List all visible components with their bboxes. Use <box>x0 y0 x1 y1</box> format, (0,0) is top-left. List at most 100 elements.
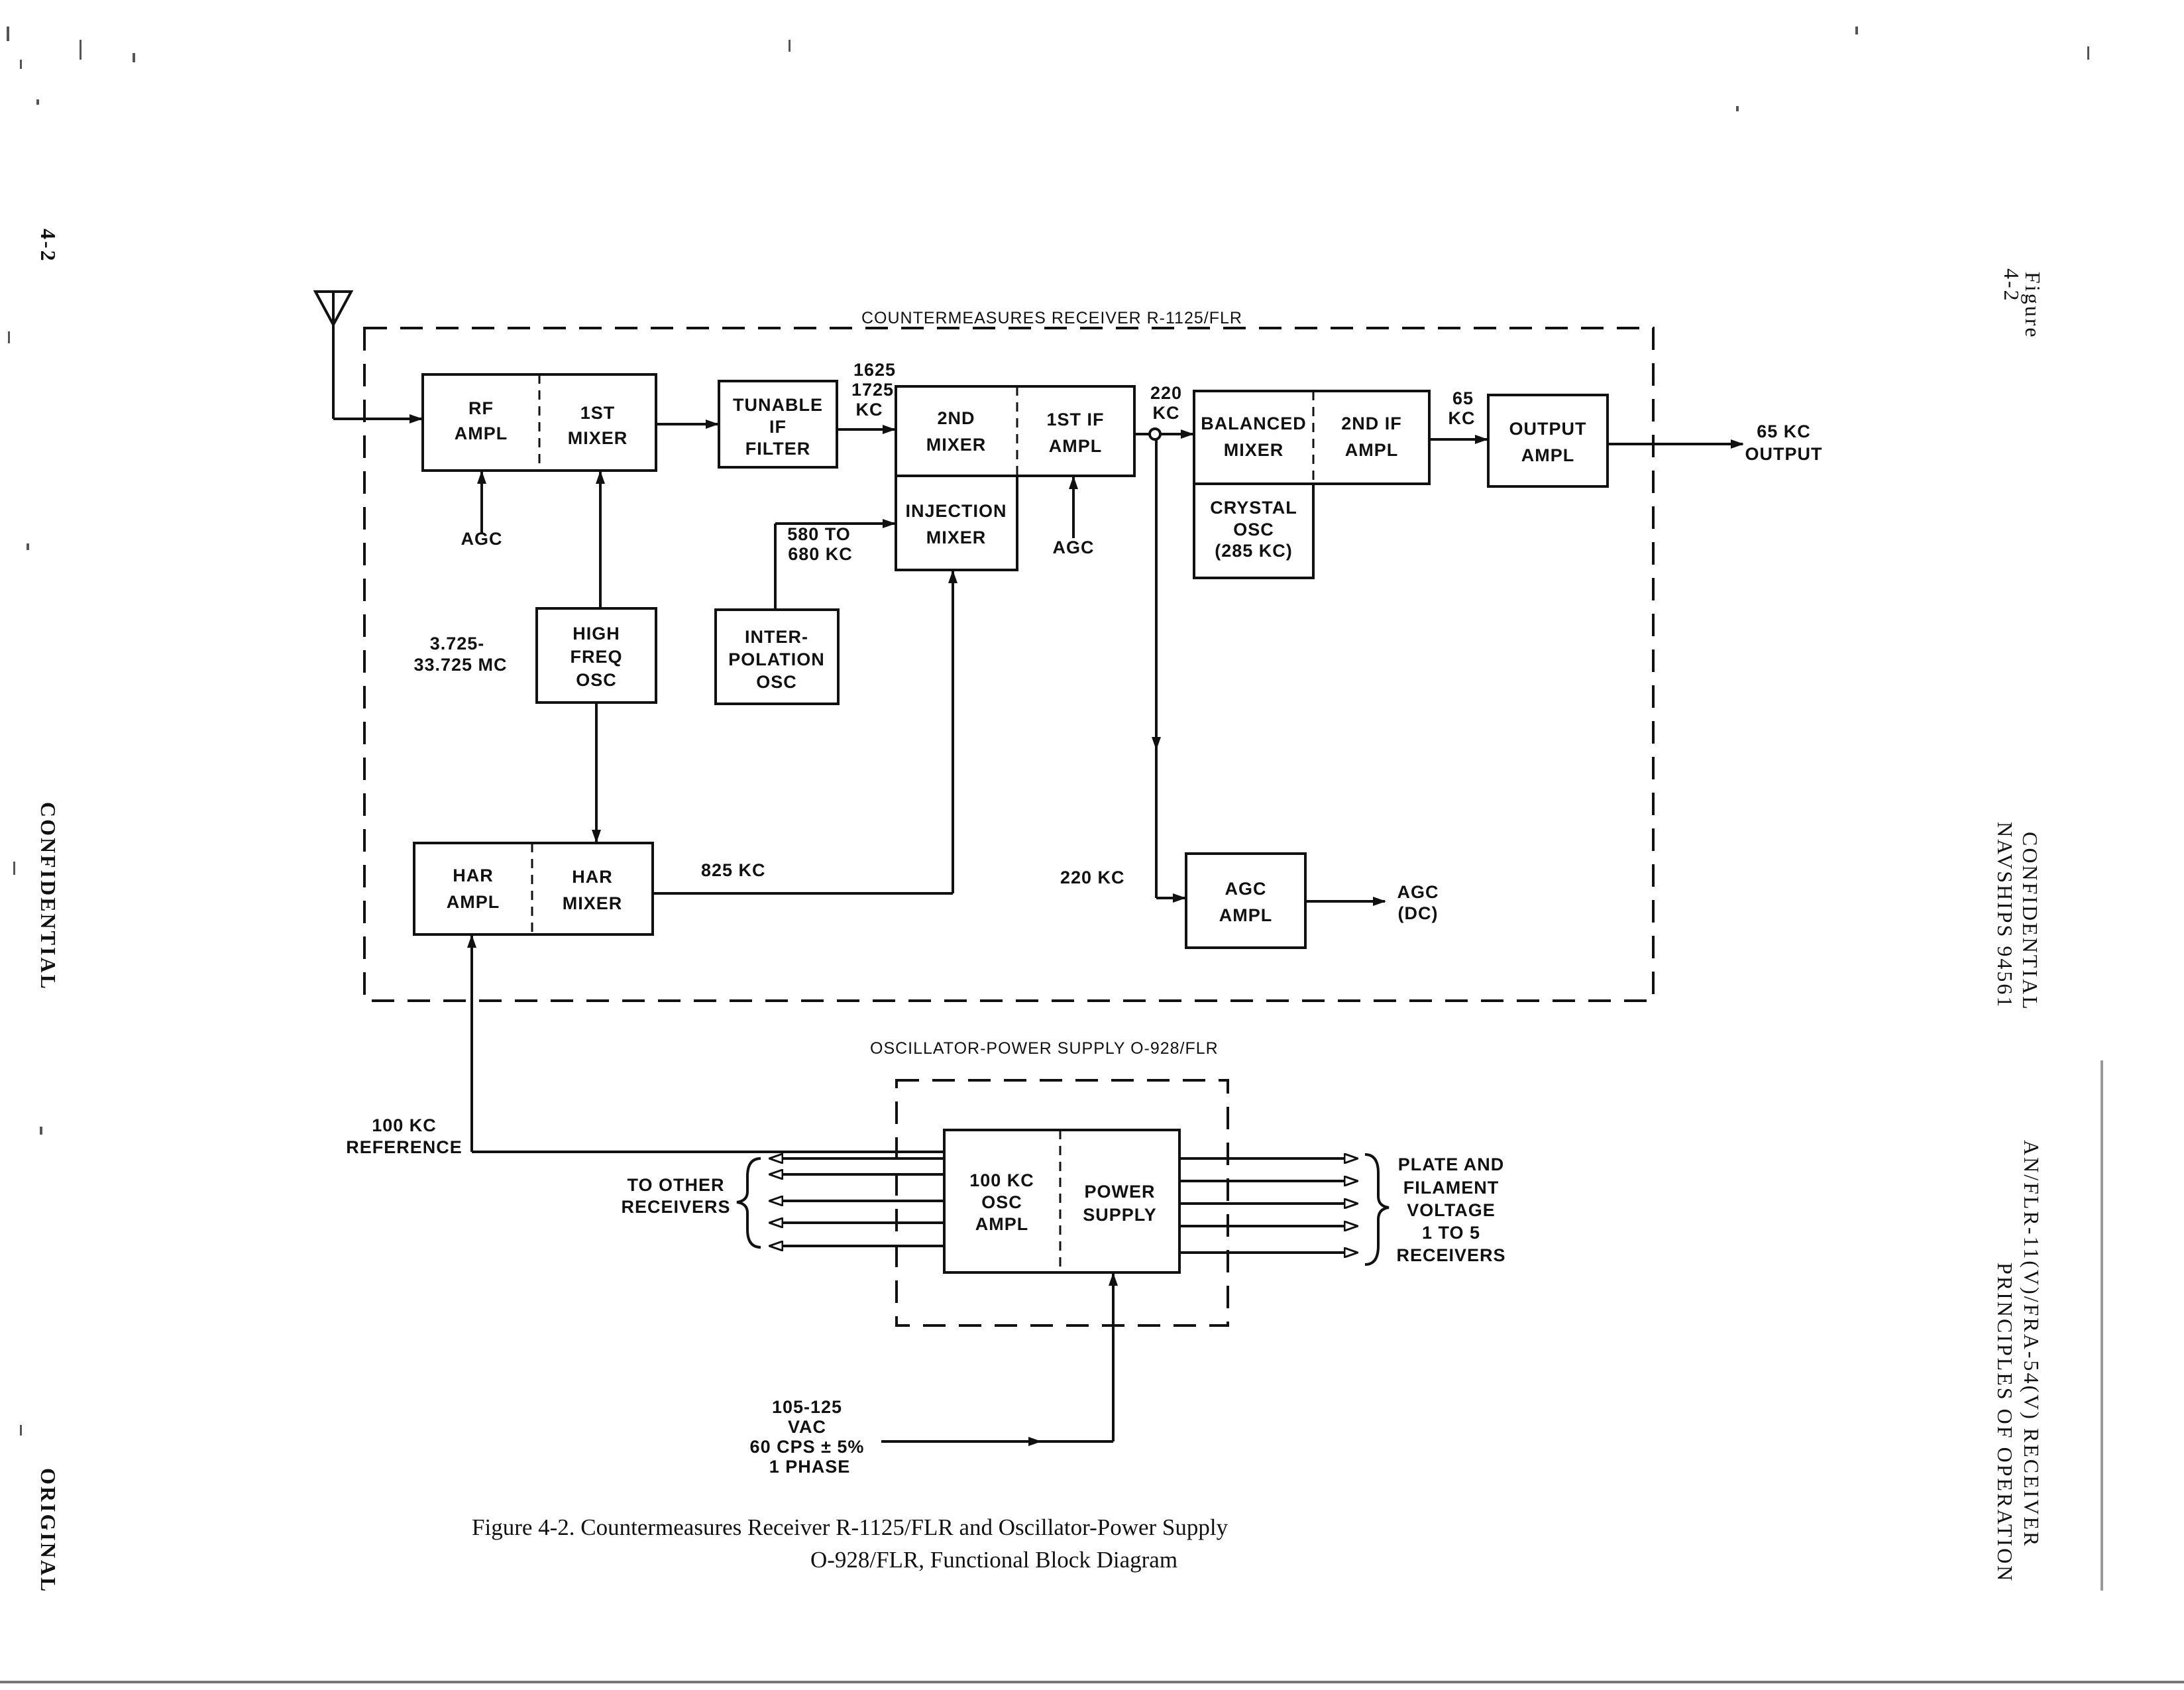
output-ampl-label-2: AMPL <box>1521 445 1575 465</box>
agc-rf-label: AGC <box>461 529 503 549</box>
power-supply-title: OSCILLATOR-POWER SUPPLY O-928/FLR <box>870 1039 1219 1058</box>
plate-filament-label-3: VOLTAGE <box>1407 1200 1496 1220</box>
tunable-if-filter-block <box>718 380 838 469</box>
receiver-title: COUNTERMEASURES RECEIVER R-1125/FLR <box>861 309 1242 327</box>
injection-mixer-block <box>895 475 1018 571</box>
injection-mixer-label-2: MIXER <box>926 528 987 547</box>
agc-ampl-label-2: AMPL <box>1219 905 1273 925</box>
vac-label-2: VAC <box>788 1417 826 1437</box>
har-ampl-label-2: AMPL <box>447 892 500 912</box>
freq-1625-label: 1625 <box>853 360 896 380</box>
range-33725-label: 33.725 MC <box>413 655 507 675</box>
agc-dc-label-1: AGC <box>1397 882 1439 902</box>
first-if-ampl-label-1: 1ST IF <box>1046 410 1104 429</box>
osc-100kc-label-2: OSC <box>981 1192 1022 1212</box>
first-if-ampl-label-2: AMPL <box>1049 436 1103 456</box>
figure-ref-2: 4-2 <box>2000 268 2024 303</box>
antenna-icon <box>313 290 423 423</box>
tunable-label-1: TUNABLE <box>733 395 823 415</box>
scan-noise <box>0 27 2184 1683</box>
range-580-label: 580 TO <box>787 524 851 544</box>
vac-label-1: 105-125 <box>772 1397 842 1417</box>
osc-100kc-label-1: 100 KC <box>969 1170 1034 1190</box>
crystal-osc-label-2: OSC <box>1233 520 1274 539</box>
rf-ampl-label-2: AMPL <box>455 423 508 443</box>
har-mixer-label-2: MIXER <box>563 893 623 913</box>
freq-825-label: 825 KC <box>701 860 766 880</box>
freq-1625-unit-label: KC <box>856 400 883 420</box>
range-3725-label: 3.725- <box>430 634 485 653</box>
freq-65-unit-label: KC <box>1448 408 1476 428</box>
tunable-label-3: FILTER <box>745 439 810 459</box>
output-freq-label: 65 KC <box>1757 422 1811 441</box>
block-labels: RF AMPL 1ST MIXER TUNABLE IF FILTER 2ND … <box>447 395 1587 1234</box>
receiver-frame <box>363 327 1655 1002</box>
interpolation-osc-block <box>714 608 840 705</box>
classification-confidential: CONFIDENTIAL <box>2018 832 2042 1011</box>
figure-ref-1: Figure <box>2021 272 2045 339</box>
freq-65-label: 65 <box>1452 388 1474 408</box>
second-mixer-if-block <box>895 385 1136 477</box>
rf-ampl-label-1: RF <box>468 398 494 418</box>
second-if-ampl-label-2: AMPL <box>1345 440 1399 460</box>
first-mixer-label-1: 1ST <box>580 403 616 423</box>
high-freq-osc-label-3: OSC <box>576 670 617 690</box>
interpolation-osc-label-2: POLATION <box>728 649 825 669</box>
har-ampl-mixer-block <box>413 842 654 936</box>
signal-labels: AGC AGC 1625 1725 KC 220 KC 65 KC 65 KC … <box>346 360 1822 1477</box>
second-if-ampl-label-1: 2ND IF <box>1341 414 1402 433</box>
second-mixer-label-2: MIXER <box>926 435 987 455</box>
osc-100kc-label-3: AMPL <box>975 1214 1029 1234</box>
agc-if-label: AGC <box>1053 537 1095 557</box>
figure-caption-line-1: Figure 4-2. Countermeasures Receiver R-1… <box>472 1514 1228 1540</box>
range-680-label: 680 KC <box>788 544 853 564</box>
vac-label-4: 1 PHASE <box>769 1457 851 1477</box>
ref-100kc-label-1: 100 KC <box>372 1115 437 1135</box>
crystal-osc-label-3: (285 KC) <box>1215 541 1293 561</box>
agc-ampl-label-1: AGC <box>1225 879 1267 899</box>
confidential-left: CONFIDENTIAL <box>36 802 60 991</box>
freq-220-top-unit-label: KC <box>1153 403 1180 423</box>
power-supply-label-2: SUPPLY <box>1083 1205 1157 1225</box>
freq-220-bottom-label: 220 KC <box>1060 868 1125 887</box>
har-ampl-label-1: HAR <box>453 866 494 885</box>
section-title-1: AN/FLR-11(V)/FRA-54(V) RECEIVER <box>2020 1140 2044 1548</box>
injection-mixer-label-1: INJECTION <box>905 501 1007 521</box>
page-number: 4-2 <box>36 229 60 263</box>
freq-1725-label: 1725 <box>851 380 894 400</box>
balanced-mixer-if-block <box>1193 390 1431 485</box>
output-label: OUTPUT <box>1745 444 1823 464</box>
interpolation-osc-label-3: OSC <box>756 672 797 692</box>
balanced-mixer-label-2: MIXER <box>1224 440 1284 460</box>
har-mixer-label-1: HAR <box>572 867 613 887</box>
plate-filament-label-2: FILAMENT <box>1403 1178 1499 1198</box>
high-freq-osc-label-2: FREQ <box>570 647 622 667</box>
signal-lines <box>467 420 1744 1446</box>
agc-ampl-block <box>1185 852 1307 949</box>
original-mark: ORIGINAL <box>36 1468 60 1593</box>
plate-filament-label-4: 1 TO 5 <box>1422 1223 1480 1243</box>
freq-220-top-label: 220 <box>1150 383 1182 403</box>
power-supply-frame <box>895 1079 1229 1327</box>
figure-caption-line-2: O-928/FLR, Functional Block Diagram <box>810 1547 1177 1573</box>
power-supply-label-1: POWER <box>1084 1182 1155 1202</box>
ref-100kc-label-2: REFERENCE <box>346 1137 463 1157</box>
interpolation-osc-label-1: INTER- <box>745 627 808 647</box>
agc-dc-label-2: (DC) <box>1398 903 1439 923</box>
vac-label-3: 60 CPS ± 5% <box>750 1437 865 1457</box>
crystal-osc-block <box>1193 482 1315 579</box>
output-ampl-label-1: OUTPUT <box>1509 419 1587 439</box>
osc-power-supply-block <box>943 1129 1181 1274</box>
tunable-label-2: IF <box>769 417 787 437</box>
to-other-receivers-label-1: TO OTHER <box>627 1175 724 1195</box>
plate-filament-label-5: RECEIVERS <box>1396 1245 1505 1265</box>
high-freq-osc-label-1: HIGH <box>573 624 620 644</box>
output-ampl-block <box>1487 394 1609 488</box>
to-other-receivers-label-2: RECEIVERS <box>621 1197 730 1217</box>
balanced-mixer-label-1: BALANCED <box>1201 414 1307 433</box>
classification-navships: NAVSHIPS 94561 <box>1993 822 2017 1009</box>
crystal-osc-label-1: CRYSTAL <box>1210 498 1297 518</box>
second-mixer-label-1: 2ND <box>937 408 975 428</box>
first-mixer-label-2: MIXER <box>568 428 628 448</box>
